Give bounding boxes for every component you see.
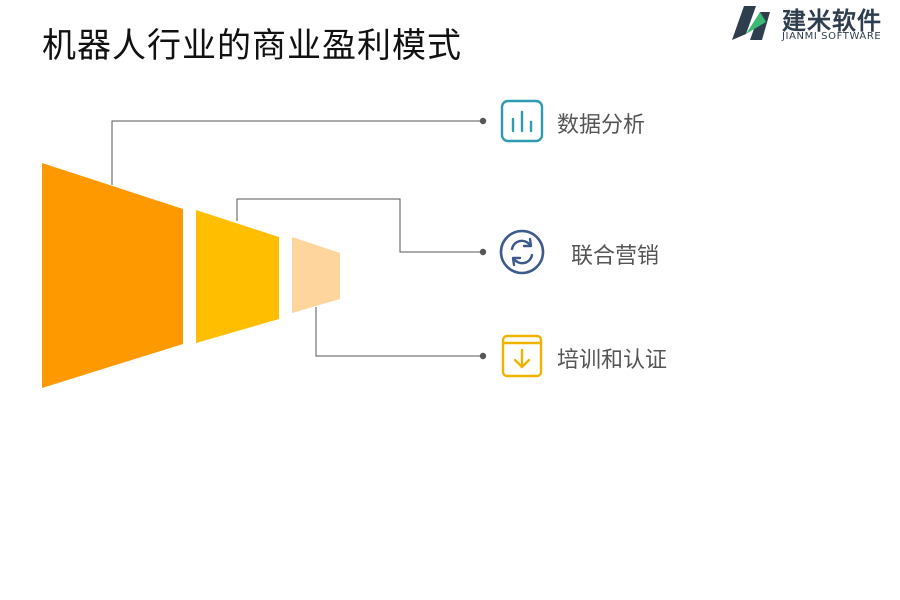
- connector-line-1: [111, 120, 483, 185]
- logo-name-en: JIANMI SOFTWARE: [782, 31, 882, 42]
- page-title: 机器人行业的商业盈利模式: [42, 26, 462, 66]
- connector-dot-3: [479, 352, 487, 360]
- download-box-icon: [501, 334, 543, 378]
- jianmi-logo-icon: [732, 6, 770, 40]
- funnel-segment-2: [196, 210, 279, 343]
- label-training-certification: 培训和认证: [557, 348, 668, 373]
- brand-logo: 建米软件 JIANMI SOFTWARE: [726, 0, 900, 48]
- bar-chart-icon: [500, 99, 544, 143]
- funnel-segment-1: [42, 163, 183, 388]
- refresh-cycle-icon: [499, 229, 545, 275]
- label-data-analysis: 数据分析: [557, 113, 646, 138]
- logo-name-cn: 建米软件: [782, 7, 882, 35]
- connector-line-2: [236, 198, 483, 253]
- connector-dot-2: [479, 248, 487, 256]
- funnel-segment-3: [292, 237, 340, 313]
- label-joint-marketing: 联合营销: [571, 244, 660, 269]
- connector-line-3: [315, 307, 483, 357]
- connector-dot-1: [479, 117, 487, 125]
